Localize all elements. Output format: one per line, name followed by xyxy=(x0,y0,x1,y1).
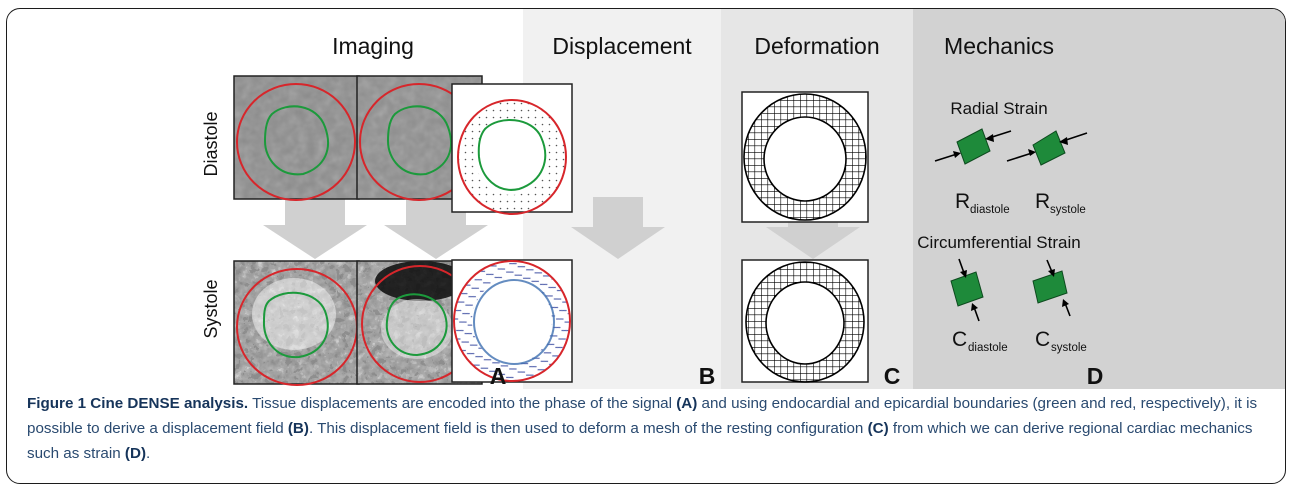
displacement-diastole xyxy=(451,83,573,215)
title-mechanics: Mechanics xyxy=(944,33,1054,59)
circumferential-strain-diastole-glyph xyxy=(950,258,984,322)
caption-ref-b: (B) xyxy=(287,420,309,437)
svg-text:systole: systole xyxy=(1050,204,1086,216)
svg-text:systole: systole xyxy=(1051,342,1087,354)
displacement-systole xyxy=(451,259,573,383)
figure-frame: Imaging Displacement Deformation Mechani… xyxy=(6,8,1286,484)
row-label-systole: Systole xyxy=(201,279,221,338)
figure-graphic: Imaging Displacement Deformation Mechani… xyxy=(201,9,1285,389)
circumferential-strain-systole-symbol: C systole xyxy=(1035,328,1087,354)
radial-strain-systole-glyph xyxy=(1006,130,1088,166)
caption-ref-c: (C) xyxy=(867,420,889,437)
panel-letter-a: A xyxy=(490,363,507,389)
radial-strain-diastole-glyph xyxy=(934,128,1012,165)
panel-letter-b: B xyxy=(699,363,716,389)
caption-text-5: . xyxy=(146,445,151,462)
imaging-diastole-left xyxy=(233,75,360,201)
caption-text-4: from which we can derive regional cardia… xyxy=(27,420,1253,462)
caption-ref-a: (A) xyxy=(676,395,698,412)
caption-text-2: and using endocardial and epicardial bou… xyxy=(27,395,1258,437)
radial-strain-systole-symbol: R systole xyxy=(1035,190,1086,216)
svg-text:C: C xyxy=(1035,328,1050,351)
title-displacement: Displacement xyxy=(552,33,692,59)
svg-text:R: R xyxy=(1035,190,1050,213)
mechanics-panel-bg xyxy=(913,9,1285,389)
figure-caption: Figure 1 Cine DENSE analysis. Tissue dis… xyxy=(27,391,1267,466)
svg-text:C: C xyxy=(952,328,967,351)
caption-text-3: . This displacement field is then used t… xyxy=(308,420,868,437)
circumferential-strain-diastole-symbol: C diastole xyxy=(952,328,1008,354)
deformation-diastole xyxy=(741,91,869,223)
caption-label: Figure 1 Cine DENSE analysis. xyxy=(27,395,249,412)
svg-text:diastole: diastole xyxy=(970,204,1010,216)
circumferential-strain-systole-glyph xyxy=(1032,259,1071,317)
panel-letter-d: D xyxy=(1087,363,1104,389)
svg-text:R: R xyxy=(955,190,970,213)
caption-ref-d: (D) xyxy=(124,445,147,462)
deformation-systole xyxy=(741,259,869,383)
imaging-systole-left xyxy=(233,260,360,386)
title-deformation: Deformation xyxy=(754,33,879,59)
title-imaging: Imaging xyxy=(332,33,414,59)
radial-strain-diastole-symbol: R diastole xyxy=(955,190,1010,216)
caption-text-1: Tissue displacements are encoded into th… xyxy=(248,395,677,412)
radial-strain-label: Radial Strain xyxy=(950,99,1047,118)
circumferential-strain-label: Circumferential Strain xyxy=(917,233,1080,252)
row-label-diastole: Diastole xyxy=(201,111,221,176)
panel-letter-c: C xyxy=(884,363,901,389)
svg-text:diastole: diastole xyxy=(968,342,1008,354)
